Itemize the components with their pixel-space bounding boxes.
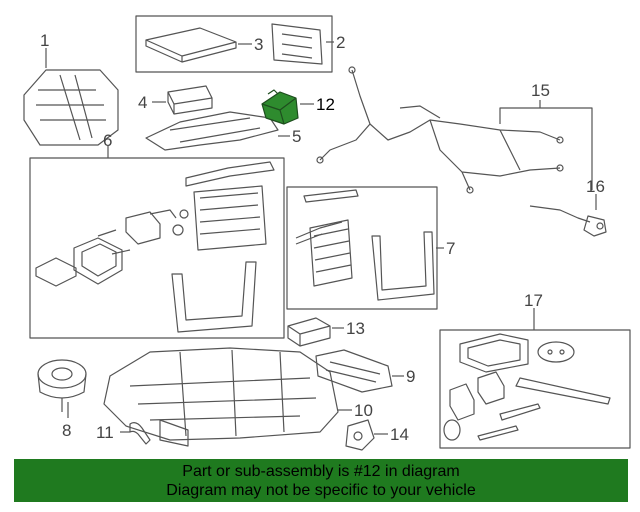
- part-11: [129, 422, 151, 445]
- part-5: [145, 111, 279, 151]
- box-7: [286, 186, 438, 310]
- callout-5: 5: [292, 127, 301, 146]
- leader-lines: [45, 41, 597, 435]
- banner-line-1: Part or sub-assembly is #12 in diagram: [182, 463, 460, 480]
- part-16: [529, 205, 607, 237]
- callout-11: 11: [96, 423, 114, 442]
- part-6-frame: [171, 261, 257, 333]
- callout-17: 17: [524, 291, 543, 310]
- part-7-evaporator: [295, 189, 435, 301]
- callout-14: 14: [390, 425, 409, 444]
- callout-4: 4: [138, 93, 147, 112]
- part-12-highlighted: [261, 89, 299, 125]
- callout-12: 12: [316, 95, 335, 114]
- box-17: [439, 329, 631, 449]
- part-13: [287, 317, 331, 347]
- part-10: [103, 347, 339, 447]
- part-6-heater-core: [185, 161, 275, 251]
- part-15: [316, 66, 593, 194]
- part-1: [23, 69, 119, 146]
- callout-7: 7: [446, 239, 455, 258]
- callout-1: 1: [40, 31, 49, 50]
- callout-6: 6: [103, 131, 112, 150]
- callout-15: 15: [531, 81, 550, 100]
- part-3: [145, 27, 237, 63]
- part-17-kit: [443, 333, 611, 441]
- part-14: [345, 419, 375, 451]
- callout-2: 2: [336, 33, 345, 52]
- info-banner: Part or sub-assembly is #12 in diagram D…: [14, 459, 628, 502]
- part-8: [37, 359, 87, 412]
- callout-13: 13: [346, 319, 365, 338]
- callout-9: 9: [406, 367, 415, 386]
- part-9: [315, 349, 393, 393]
- part-4: [167, 85, 213, 115]
- part-2: [271, 23, 323, 65]
- box-2: [135, 15, 333, 73]
- callout-16: 16: [586, 177, 605, 196]
- banner-line-2: Diagram may not be specific to your vehi…: [166, 482, 476, 499]
- part-6-seals: [35, 209, 189, 287]
- callout-10: 10: [354, 401, 373, 420]
- callout-8: 8: [62, 421, 71, 440]
- box-6: [29, 157, 285, 339]
- callout-3: 3: [254, 35, 263, 54]
